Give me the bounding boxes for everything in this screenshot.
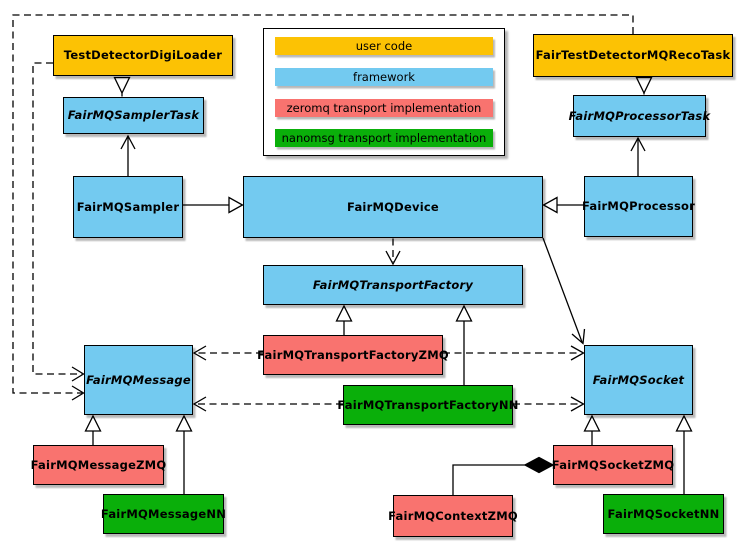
node-label: FairMQTransportFactoryNN — [337, 397, 519, 412]
node-label: FairMQMessageNN — [100, 506, 227, 521]
node-fairmqmessagenn: FairMQMessageNN — [100, 494, 227, 534]
node-label: FairTestDetectorMQRecoTask — [535, 48, 731, 63]
edge-device-transportfactory — [385, 238, 401, 266]
node-fairmqprocessor: FairMQProcessor — [581, 176, 696, 237]
edge-socketzmq-socket — [583, 414, 601, 445]
legend-item-nanomsg: nanomsg transport implementation — [275, 129, 493, 147]
node-label: FairMQMessage — [86, 372, 191, 387]
edge-factoryzmq-message — [192, 345, 263, 361]
node-fairmqtransportfactoryzmq: FairMQTransportFactoryZMQ — [257, 335, 449, 375]
node-fairmqmessagezmq: FairMQMessageZMQ — [30, 445, 167, 485]
node-label: FairMQDevice — [347, 199, 439, 214]
node-label: FairMQMessageZMQ — [30, 457, 167, 472]
node-label: FairMQProcessor — [581, 199, 696, 214]
node-label: FairMQTransportFactoryZMQ — [257, 347, 449, 362]
node-fairmqsocketnn: FairMQSocketNN — [603, 494, 724, 534]
node-label: FairMQProcessorTask — [568, 108, 711, 123]
edge-digiloader-samplertask — [113, 76, 131, 97]
node-fairtestdetectormqrecotask: FairTestDetectorMQRecoTask — [533, 34, 733, 77]
node-fairmqtransportfactory: FairMQTransportFactory — [263, 265, 523, 305]
edge-device-socket — [542, 237, 586, 345]
node-label: FairMQSocketZMQ — [551, 457, 675, 472]
edge-digiloader-message — [32, 62, 85, 382]
node-label: FairMQSamplerTask — [67, 108, 200, 123]
node-label: FairMQContextZMQ — [388, 508, 518, 523]
legend-label: user code — [355, 39, 413, 53]
node-fairmqsocket: FairMQSocket — [584, 345, 693, 415]
edge-factorynn-message — [192, 396, 343, 412]
edge-recotask-message — [12, 14, 634, 401]
legend-item-zeromq: zeromq transport implementation — [275, 99, 493, 117]
legend-item-framework: framework — [275, 68, 493, 86]
edge-factoryzmq-socket — [443, 345, 585, 361]
node-fairmqtransportfactorynn: FairMQTransportFactoryNN — [337, 385, 518, 425]
legend-label: zeromq transport implementation — [286, 101, 482, 115]
node-label: FairMQSocketNN — [607, 506, 720, 521]
edge-factorynn-socket — [513, 396, 585, 412]
edge-messagezmq-message — [84, 414, 102, 445]
node-fairmqprocessortask: FairMQProcessorTask — [569, 95, 710, 137]
edge-sampler-device — [183, 196, 244, 214]
edge-processor-device — [542, 196, 584, 214]
edge-recotask-processortask — [635, 76, 653, 95]
node-label: TestDetectorDigiLoader — [63, 48, 223, 63]
legend-item-user-code: user code — [275, 37, 493, 55]
legend-label: framework — [353, 70, 415, 84]
edge-factorynn-factory — [455, 304, 473, 385]
node-fairmqsocketzmq: FairMQSocketZMQ — [551, 445, 675, 485]
node-fairmqdevice: FairMQDevice — [243, 176, 543, 238]
edge-messagenn-message — [175, 414, 193, 494]
legend: user code framework zeromq transport imp… — [263, 28, 505, 156]
node-fairmqmessage: FairMQMessage — [84, 345, 193, 415]
node-label: FairMQSocket — [592, 372, 685, 387]
edge-contextzmq-socketzmq — [452, 456, 555, 495]
node-fairmqcontextzmq: FairMQContextZMQ — [388, 495, 518, 537]
legend-label: nanomsg transport implementation — [281, 131, 487, 145]
node-fairmqsamplertask: FairMQSamplerTask — [63, 97, 204, 134]
node-fairmqsampler: FairMQSampler — [73, 176, 183, 238]
edge-processor-processortask — [630, 136, 646, 176]
edge-socketnn-socket — [675, 414, 693, 494]
edge-sampler-samplertask — [120, 134, 136, 176]
node-testdetectordigiloader: TestDetectorDigiLoader — [53, 35, 233, 76]
node-label: FairMQTransportFactory — [312, 277, 474, 292]
edge-factoryzmq-factory — [335, 304, 353, 335]
node-label: FairMQSampler — [76, 199, 180, 214]
